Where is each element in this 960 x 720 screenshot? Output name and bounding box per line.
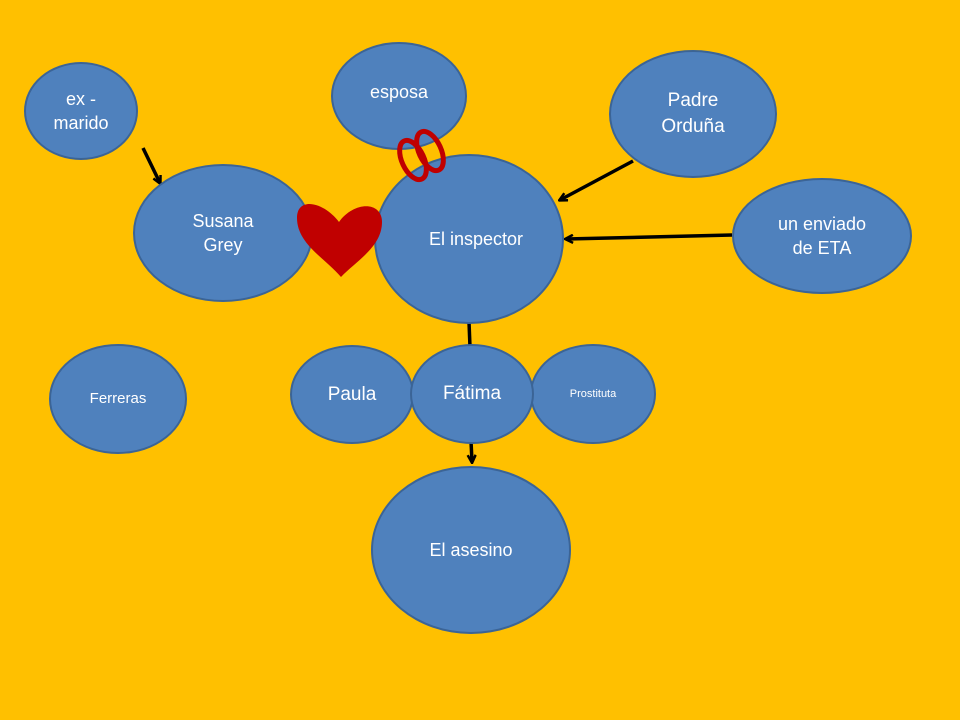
node-padre-orduna[interactable]: Padre Orduña (609, 50, 777, 178)
node-ferreras[interactable]: Ferreras (49, 344, 187, 454)
arrow-padre-to-inspector (560, 159, 634, 200)
node-prostituta[interactable]: Prostituta (530, 344, 656, 444)
node-el-inspector[interactable]: El inspector (374, 154, 564, 324)
node-enviado-eta[interactable]: un enviado de ETA (732, 178, 912, 294)
node-fatima[interactable]: Fátima (410, 344, 534, 444)
node-esposa[interactable]: esposa (331, 42, 467, 150)
arrow-ex-marido-to-susana (141, 147, 160, 183)
line-inspector-to-fatima (467, 321, 472, 348)
node-ex-marido[interactable]: ex - marido (24, 62, 138, 160)
node-paula[interactable]: Paula (290, 345, 414, 444)
node-susana-grey[interactable]: Susana Grey (133, 164, 313, 302)
node-el-asesino[interactable]: El asesino (371, 466, 571, 634)
arrow-fatima-to-asesino (471, 440, 472, 462)
arrow-eta-to-inspector (566, 233, 733, 239)
